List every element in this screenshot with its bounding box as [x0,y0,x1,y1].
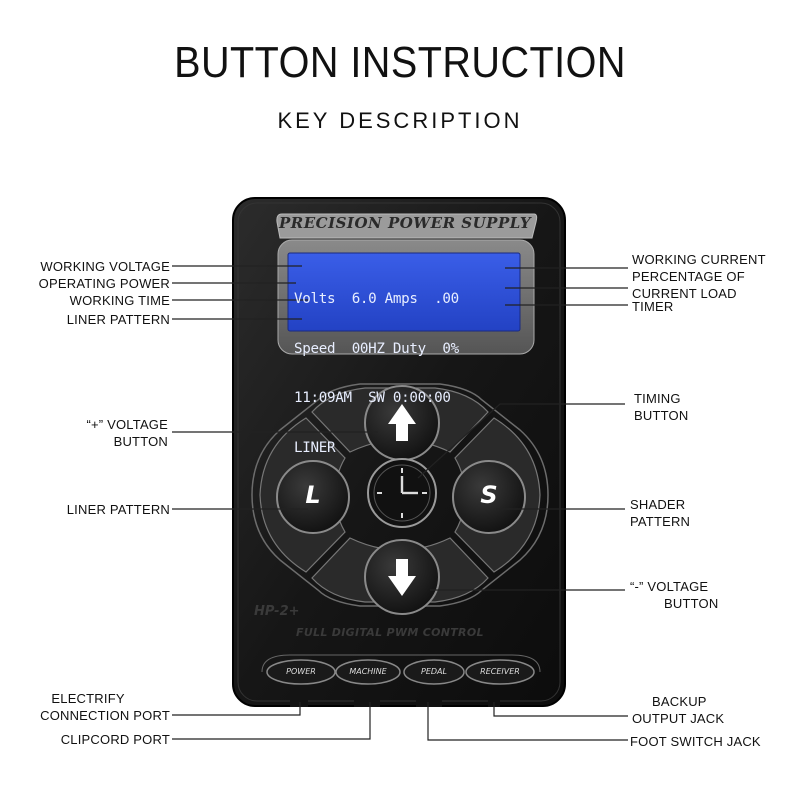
label-operating-power: OPERATING POWER [38,276,170,291]
brand-label: PRECISION POWER SUPPLY [278,214,532,232]
jack-power [290,700,308,707]
label-working-current: WORKING CURRENT PERCENTAGE OF CURRENT LO… [632,252,766,301]
label-shader-pattern: SHADER PATTERN [630,497,691,529]
label-liner-pattern: LINER PATTERN [66,502,170,517]
tagline-label: FULL DIGITAL PWM CONTROL [296,626,484,639]
label-minus-voltage: “-” VOLTAGE BUTTON [630,579,719,611]
jack-machine [354,700,380,707]
port-machine [335,659,401,685]
lcd-screen [287,252,521,332]
label-clipcord-port: CLIPCORD PORT [60,732,170,747]
shader-button [452,460,526,534]
port-label-power: POWER [286,667,316,676]
port-pedal [403,659,465,685]
down-arrow-icon [388,559,416,596]
port-bar [266,659,535,685]
lcd-display: Volts 6.0 Amps .00 Speed 00HZ Duty 0% 11… [294,258,516,456]
port-label-machine: MACHINE [349,667,387,676]
label-working-voltage: WORKING VOLTAGE [40,259,170,274]
label-working-time: WORKING TIME [69,293,170,308]
label-timer: TIMER [632,299,674,314]
label-liner-pattern-display: LINER PATTERN [66,312,170,327]
port-label-receiver: RECEIVER [480,667,520,676]
model-label: HP-2+ [254,604,300,619]
leader-lines [172,265,628,741]
lcd-line-2: Speed 00HZ Duty 0% [294,340,459,357]
brand-plate [276,213,538,239]
page-title: BUTTON INSTRUCTION [174,38,626,87]
page-subtitle: KEY DESCRIPTION [277,108,523,133]
label-foot-switch: FOOT SWITCH JACK [630,734,761,749]
lcd-line-1: Volts 6.0 Amps .00 [294,291,459,307]
liner-button-glyph: L [305,481,321,509]
label-plus-voltage: “+” VOLTAGE BUTTON [86,417,168,449]
jack-pedal [416,700,442,707]
lcd-line-3: 11:09AM SW 0:00:00 [294,390,451,406]
port-receiver [465,659,535,685]
port-power [266,659,336,685]
label-backup-output: BACKUP OUTPUT JACK [632,694,725,726]
shader-button-glyph: S [480,481,498,509]
up-arrow-icon [388,404,416,441]
lcd-line-4: LINER [294,439,336,456]
clock-icon [377,468,427,518]
liner-button [276,460,350,534]
label-timing-button: TIMING BUTTON [634,391,689,423]
label-electrify-port: ELECTRIFY CONNECTION PORT [40,691,170,723]
port-label-pedal: PEDAL [421,667,447,676]
